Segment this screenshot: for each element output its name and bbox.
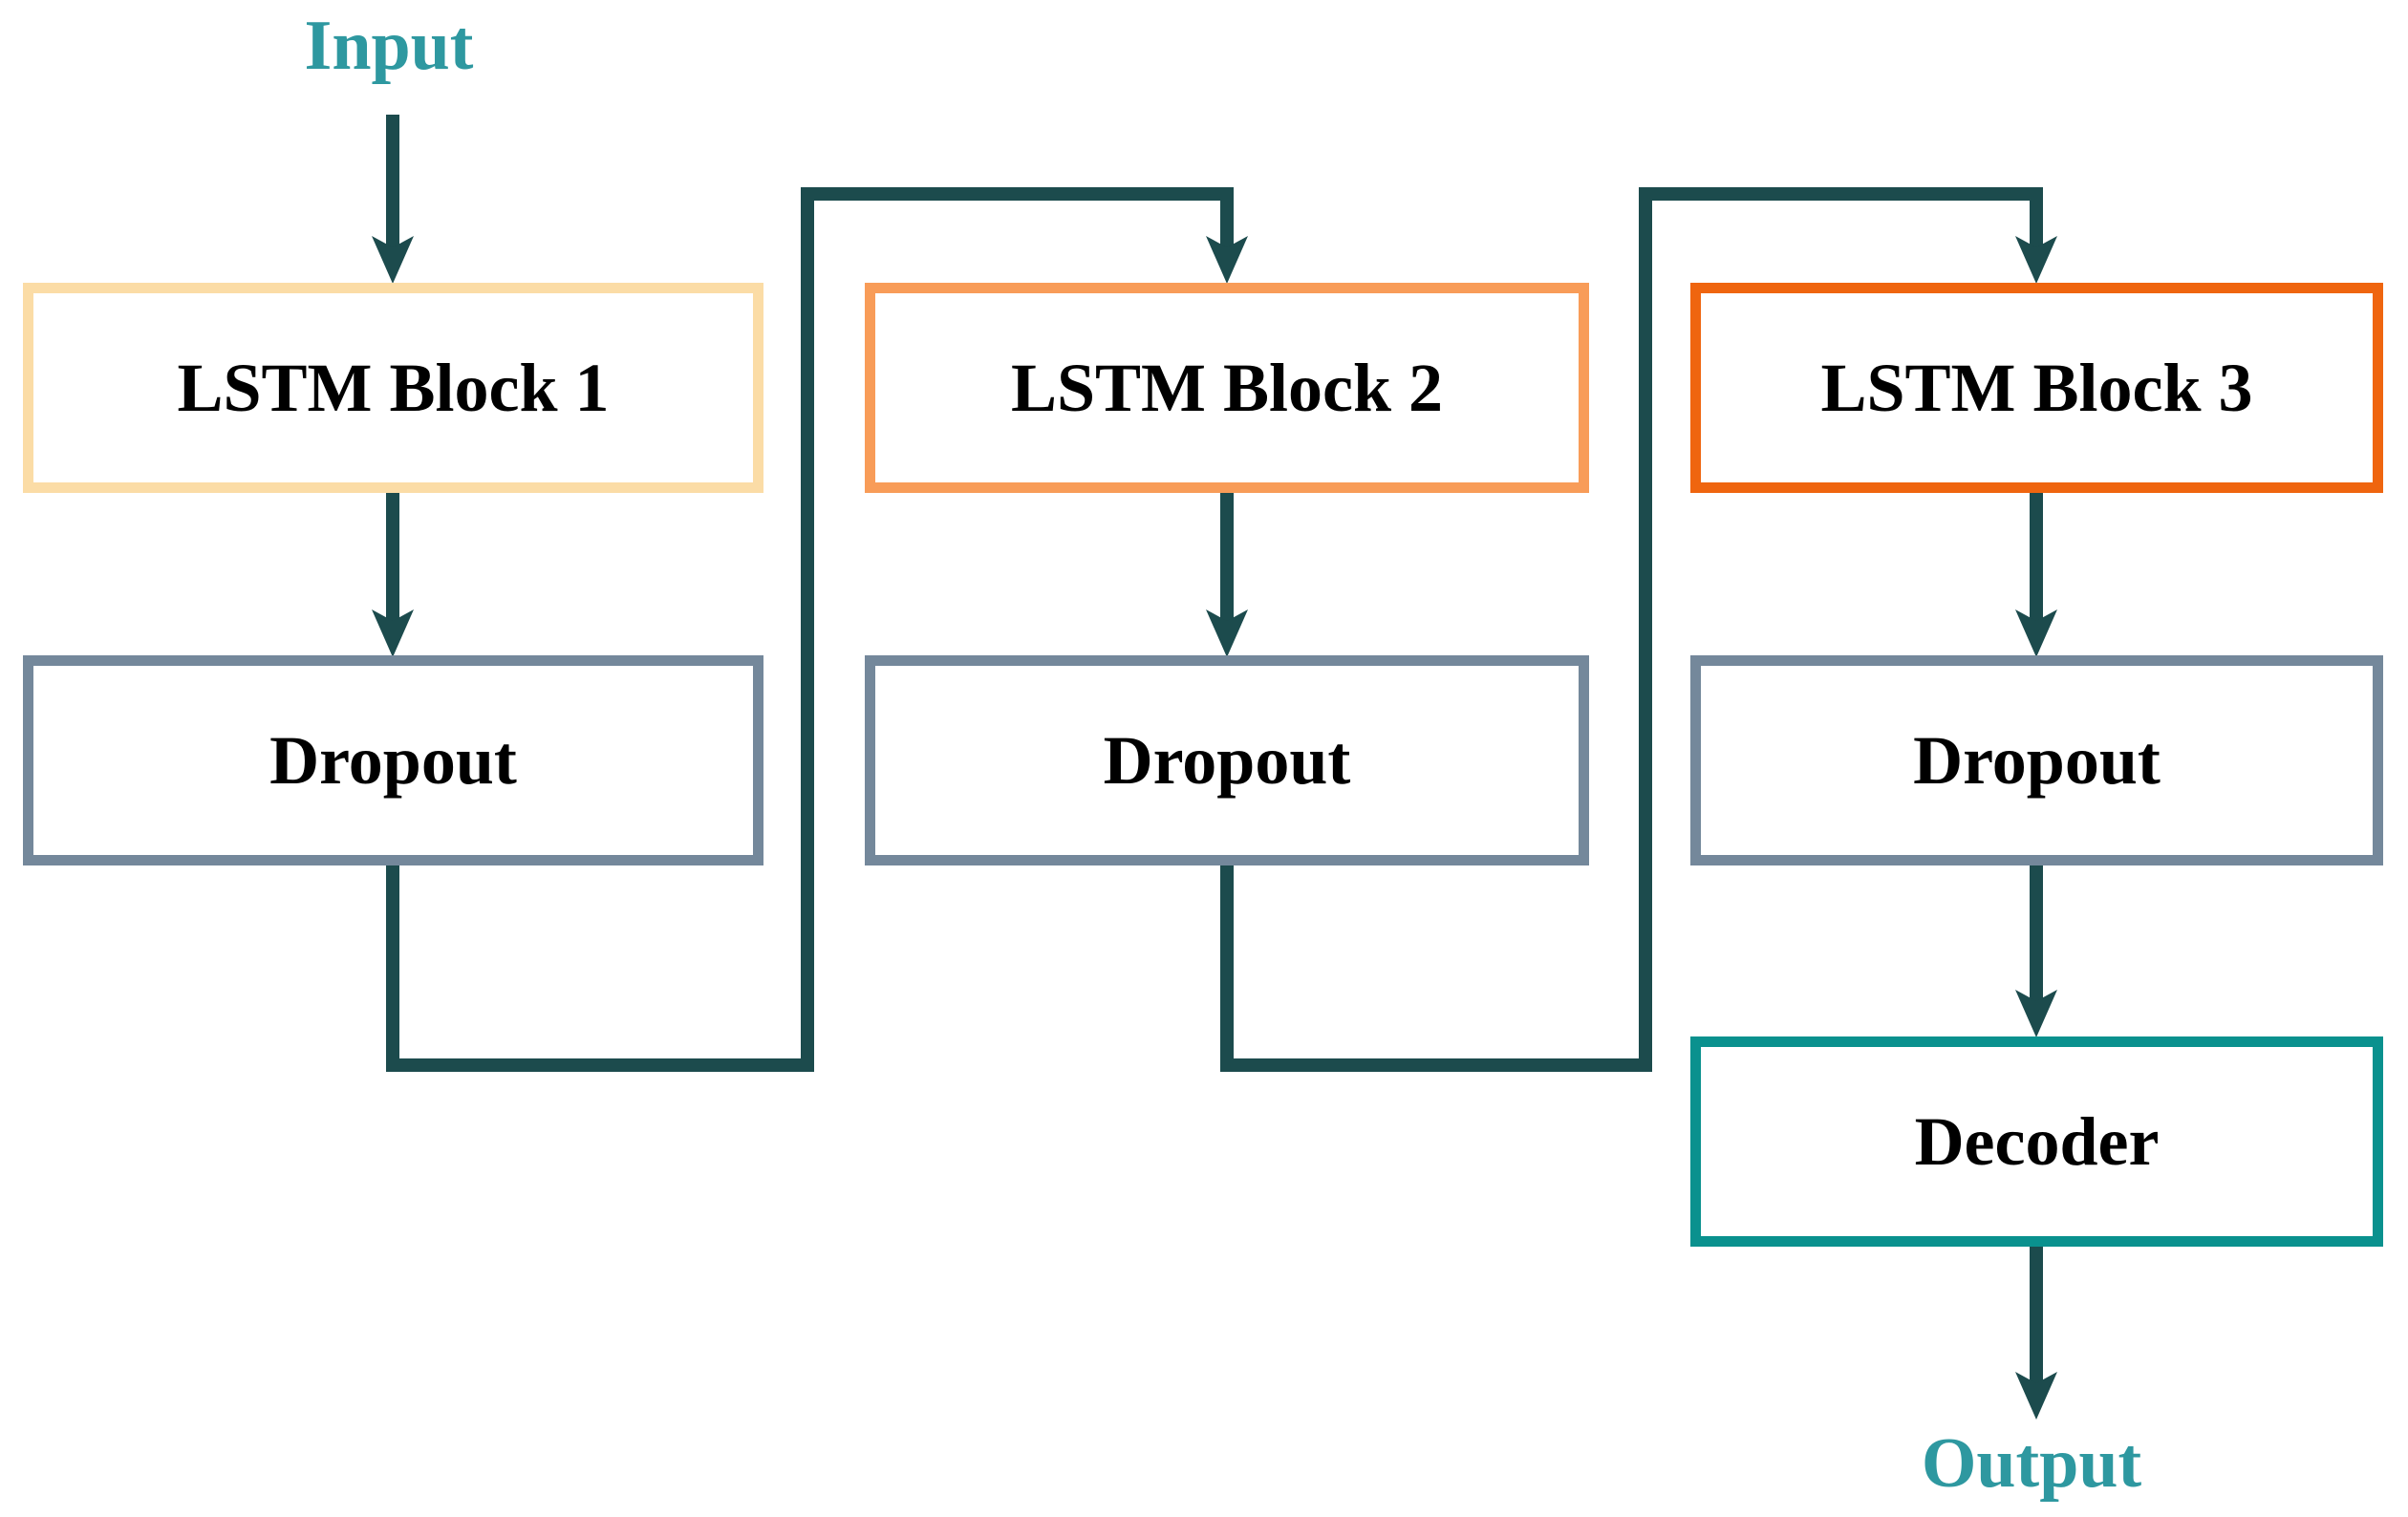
dropout2-to-lstm3-connector — [1220, 187, 2043, 1072]
dropout-2-node: Dropout — [865, 655, 1589, 865]
lstm1-to-dropout1-arrow-head — [372, 609, 414, 657]
output-label: Output — [1921, 1424, 2142, 1503]
decoder-node: Decoder — [1690, 1036, 2383, 1247]
dropout3-to-decoder-arrow-head — [2015, 990, 2057, 1037]
lstm-block-1-node: LSTM Block 1 — [23, 283, 763, 493]
dropout1-to-lstm2-connector-head — [1206, 236, 1248, 284]
dropout-1-node: Dropout — [23, 655, 763, 865]
decoder-to-output-arrow-head — [2015, 1372, 2057, 1420]
input-label: Input — [304, 7, 474, 85]
lstm-block-3-node: LSTM Block 3 — [1690, 283, 2383, 493]
input-arrow-head — [372, 236, 414, 284]
lstm3-to-dropout3-arrow-head — [2015, 609, 2057, 657]
lstm-block-2-node: LSTM Block 2 — [865, 283, 1589, 493]
dropout1-to-lstm2-connector — [386, 187, 1234, 1072]
dropout2-to-lstm3-connector-head — [2015, 236, 2057, 284]
dropout-3-node: Dropout — [1690, 655, 2383, 865]
lstm2-to-dropout2-arrow-head — [1206, 609, 1248, 657]
